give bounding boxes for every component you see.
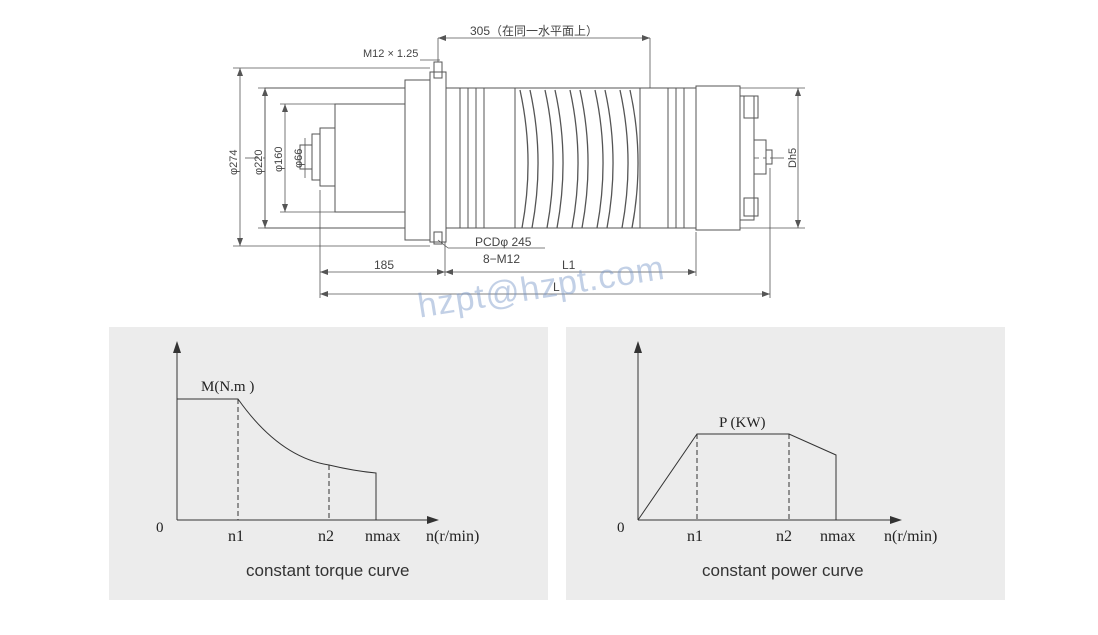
power-tick-n2: n2	[776, 528, 792, 545]
phi160-label: φ160	[273, 147, 285, 173]
power-curve	[637, 433, 837, 521]
pcd-label: PCDφ 245	[475, 235, 532, 249]
power-x-label: n(r/min)	[884, 528, 937, 545]
torque-curve	[177, 398, 377, 520]
dim-305-label: 305（在同一水平面上）	[470, 24, 598, 38]
torque-x-label: n(r/min)	[426, 528, 479, 545]
torque-caption: constant torque curve	[246, 561, 410, 580]
power-tick-nmax: nmax	[820, 528, 856, 545]
torque-origin: 0	[156, 520, 164, 536]
torque-tick-n1: n1	[228, 528, 244, 545]
power-curve-panel: P (KW) 0 n1 n2 nmax n(r/min) constant po…	[566, 327, 1005, 600]
front-cap	[334, 103, 411, 213]
thread-label: M12 × 1.25	[363, 48, 418, 60]
torque-curve-panel: M(N.m ) 0 n1 n2 nmax n(r/min) constant t…	[109, 327, 548, 600]
power-origin: 0	[617, 520, 625, 536]
spindle-drawing: 305（在同一水平面上） M12 × 1.25 φ274 φ220 φ160 φ…	[228, 24, 805, 298]
spiral-grooves	[519, 89, 639, 229]
power-y-label: P (KW)	[719, 415, 766, 431]
torque-tick-nmax: nmax	[365, 528, 401, 545]
torque-y-label: M(N.m )	[201, 379, 254, 395]
torque-tick-n2: n2	[318, 528, 334, 545]
dim-185-label: 185	[374, 258, 394, 272]
rear-cap	[695, 85, 741, 231]
dh5-label: Dh5	[787, 148, 799, 168]
power-tick-n1: n1	[687, 528, 703, 545]
main-flange	[429, 71, 447, 243]
power-caption: constant power curve	[702, 561, 864, 580]
dim-l1-label: L1	[562, 258, 576, 272]
phi274-label: φ274	[228, 150, 240, 176]
dim-l-label: L	[553, 280, 560, 294]
phi220-label: φ220	[253, 150, 265, 176]
phi66-label: φ66	[293, 149, 305, 168]
bolts-label: 8−M12	[483, 252, 520, 266]
